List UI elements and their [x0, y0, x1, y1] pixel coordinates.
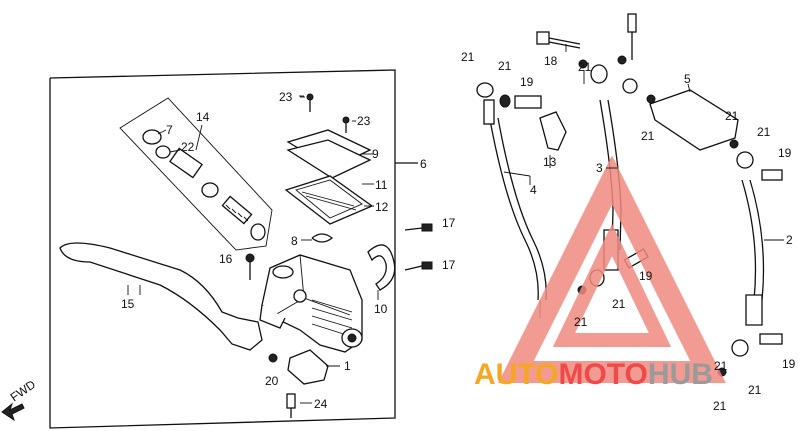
- label-19d: 19: [782, 357, 796, 371]
- clamp-bolts: [404, 223, 433, 271]
- label-19b: 19: [778, 146, 792, 160]
- label-21k: 21: [714, 359, 728, 373]
- label-18: 18: [544, 54, 558, 68]
- label-10: 10: [374, 302, 388, 316]
- watermark-text: AUTOMOTOHUB: [474, 358, 713, 391]
- screw-24: [286, 393, 312, 418]
- label-8: 8: [291, 234, 298, 248]
- hose-2: [741, 179, 757, 301]
- joint-5: [649, 89, 739, 151]
- label-12: 12: [375, 200, 389, 214]
- fwd-label: FWD: [8, 377, 39, 404]
- label-15: 15: [121, 297, 135, 311]
- master-cylinder: [259, 254, 363, 353]
- hose-4: [489, 119, 539, 301]
- bolt-19: [514, 95, 542, 109]
- banjo-fitting: [476, 82, 494, 98]
- label-13: 13: [543, 155, 557, 169]
- brake-switch: [287, 349, 329, 385]
- label-4: 4: [530, 183, 537, 197]
- reservoir-cap: [284, 129, 374, 225]
- group-frame: [49, 69, 396, 429]
- label-17b: 17: [442, 258, 456, 272]
- label-21c: 21: [578, 60, 592, 74]
- banjo-3: [590, 64, 608, 84]
- label-3: 3: [596, 161, 603, 175]
- clamp-10: [367, 244, 396, 291]
- clip-8: [311, 233, 334, 243]
- banjo-2: [736, 151, 754, 169]
- label-24: 24: [314, 397, 328, 411]
- pivot-bolt-16: [245, 253, 255, 280]
- leader-lines: [127, 44, 784, 367]
- label-21b: 21: [498, 59, 512, 73]
- label-21j: 21: [713, 399, 727, 413]
- piston-kit: [142, 129, 266, 241]
- label-17a: 17: [442, 216, 456, 230]
- fwd-arrow: [1, 402, 25, 422]
- label-1: 1: [344, 359, 351, 373]
- label-21h: 21: [574, 315, 588, 329]
- label-9: 9: [372, 147, 379, 161]
- label-23b: 23: [357, 114, 371, 128]
- label-21d: 21: [641, 129, 655, 143]
- label-21a: 21: [461, 50, 475, 64]
- bolt-18: [536, 31, 581, 49]
- label-6: 6: [420, 157, 427, 171]
- label-20: 20: [265, 374, 279, 388]
- watermark-logo: [498, 155, 726, 383]
- brake-lever: [59, 242, 263, 351]
- label-14: 14: [196, 110, 210, 124]
- union-13: [539, 111, 567, 151]
- piston-kit-box: [119, 97, 273, 251]
- joint-fitting: [617, 13, 638, 94]
- label-11: 11: [375, 178, 388, 192]
- label-23a: 23: [279, 90, 293, 104]
- label-19a: 19: [520, 75, 534, 89]
- label-21i: 21: [748, 383, 762, 397]
- nut-20: [268, 353, 278, 363]
- label-19c: 19: [639, 269, 653, 283]
- label-7: 7: [166, 123, 173, 137]
- label-22: 22: [181, 140, 195, 154]
- label-21e: 21: [725, 109, 739, 123]
- label-2: 2: [786, 233, 793, 247]
- label-16: 16: [219, 252, 233, 266]
- label-21g: 21: [612, 297, 626, 311]
- label-5: 5: [684, 72, 691, 86]
- cap-screws: [300, 93, 356, 133]
- label-21f: 21: [757, 125, 771, 139]
